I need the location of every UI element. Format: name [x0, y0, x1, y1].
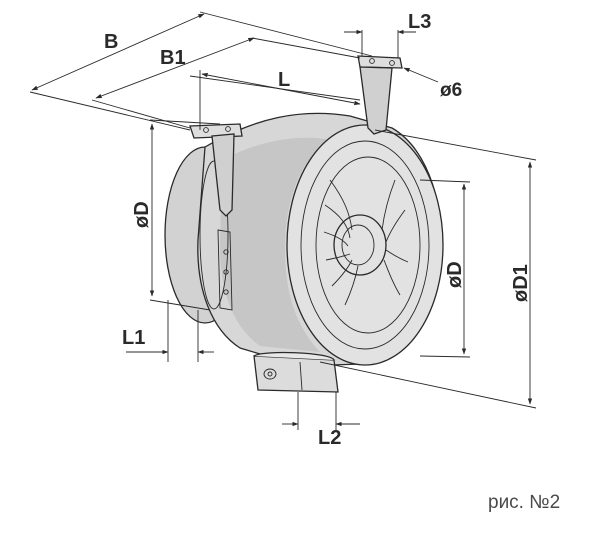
- label-d6: ø6: [440, 80, 462, 101]
- label-l2: L2: [318, 427, 341, 449]
- dimension-lines: [31, 13, 533, 427]
- label-l: L: [278, 69, 290, 91]
- label-l1: L1: [122, 327, 145, 349]
- label-d-left: øD: [131, 201, 153, 228]
- label-l3: L3: [408, 11, 431, 33]
- top-right-bracket: [357, 55, 403, 135]
- impeller: [315, 156, 421, 334]
- label-d-right: øD: [444, 261, 466, 288]
- label-b: B: [104, 31, 118, 53]
- label-d1: øD1: [510, 264, 532, 302]
- fan-housing: [164, 112, 444, 367]
- label-b1: B1: [160, 47, 186, 69]
- top-left-bracket: [189, 123, 243, 217]
- bottom-foot: [253, 351, 339, 393]
- figure-caption: рис. №2: [488, 492, 561, 513]
